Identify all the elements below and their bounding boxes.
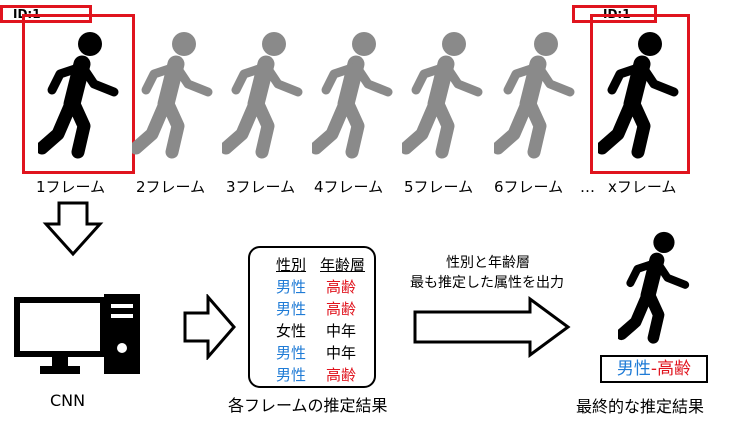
walking-person-icon [402,30,488,160]
table-cell-age: 中年 [326,344,357,362]
results-table: 性別 年齢層 男性 高齢 男性 高齢 女性 中年 男性 中年 男性 高齢 [248,246,376,388]
table-cell-gender: 男性 [276,366,307,384]
walking-person-icon [618,230,694,345]
arrow-text: 最も推定した属性を出力 [410,275,564,291]
walking-person-icon [494,30,580,160]
table-cell-age: 中年 [326,322,357,340]
table-cell-age: 高齢 [326,300,357,318]
walking-person-icon [132,30,218,160]
hollow-arrow-icon [413,296,571,358]
table-cell-age: 高齢 [326,278,357,296]
frame-label: 2フレーム [136,178,206,196]
table-cell-gender: 男性 [276,344,307,362]
walking-person-icon [222,30,308,160]
pc-tower-icon [104,294,140,374]
frame-label: 5フレーム [404,178,474,196]
arrow-text: 性別と年齢層 [446,255,530,271]
ellipsis: … [580,178,595,196]
final-caption: 最終的な推定結果 [576,397,705,416]
detection-box [22,14,135,174]
frame-label: xフレーム [608,178,677,196]
hollow-arrow-icon [183,294,236,360]
final-age: 高齢 [657,359,692,379]
table-header: 性別 [276,256,307,274]
detection-box [590,14,690,174]
table-cell-gender: 男性 [276,278,307,296]
final-separator: - [650,359,658,379]
computer-monitor-icon [14,297,106,374]
frame-label: 1フレーム [36,178,106,196]
table-cell-gender: 女性 [276,322,307,340]
table-caption: 各フレームの推定結果 [228,396,388,415]
cnn-label: CNN [50,391,86,410]
frame-label: 6フレーム [494,178,564,196]
hollow-arrow-icon [42,201,104,257]
table-cell-gender: 男性 [276,300,307,318]
table-header: 年齢層 [320,256,366,274]
final-gender: 男性 [616,359,651,379]
table-cell-age: 高齢 [326,366,357,384]
frame-label: 4フレーム [314,178,384,196]
frame-label: 3フレーム [226,178,296,196]
walking-person-icon [38,30,124,160]
walking-person-icon [598,30,684,160]
final-result-box: 男性-高齢 [600,355,708,383]
walking-person-icon [312,30,398,160]
